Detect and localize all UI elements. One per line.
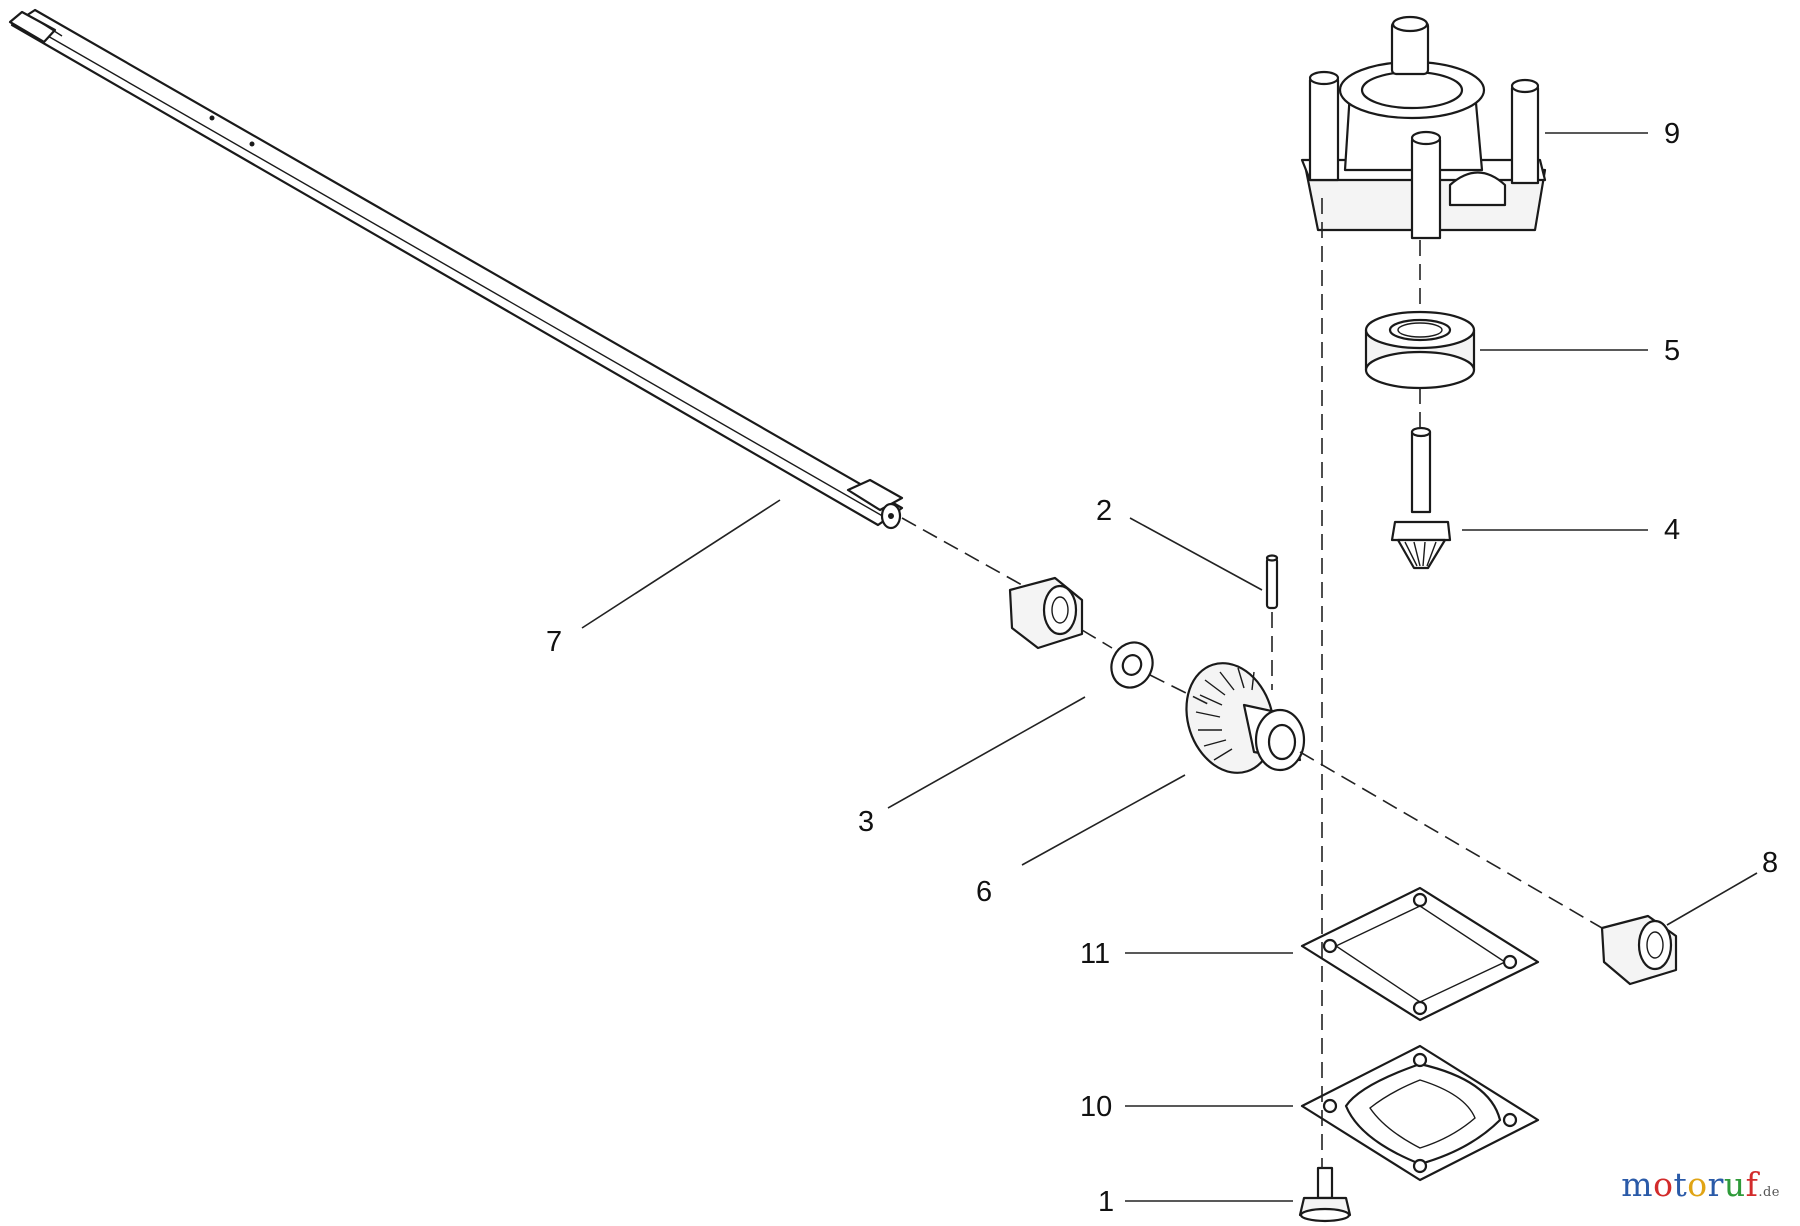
callout-11: 11 [1080,938,1110,970]
callout-2: 2 [1096,495,1112,527]
watermark-letter: t [1673,1165,1688,1204]
washer-part [1110,641,1154,689]
pinion-gear-part [1390,426,1452,570]
roll-pin-part [1265,554,1279,610]
cover-plate-part [1300,1044,1540,1182]
right-bushing-part [1600,914,1678,986]
gasket-part [1300,886,1540,1022]
callout-1: 1 [1098,1186,1114,1218]
leader-lines [581,132,1758,1202]
callout-6: 6 [976,876,992,908]
gear-housing-part [1300,15,1547,240]
watermark-letter: r [1707,1165,1724,1204]
watermark-letter: o [1653,1165,1674,1204]
watermark-letter: m [1621,1165,1654,1204]
assembly-axes [901,198,1603,1168]
callout-4: 4 [1664,514,1680,546]
left-bushing-part [1008,576,1084,650]
callout-7: 7 [546,626,562,658]
bearing-part [1364,310,1476,390]
callout-10: 10 [1080,1091,1112,1123]
bevel-gear-part [1185,662,1306,774]
watermark-letter: o [1687,1165,1708,1204]
callout-8: 8 [1762,847,1778,879]
drive-shaft-part [8,8,904,530]
callout-9: 9 [1664,118,1680,150]
motoruf-watermark-logo: motoruf.de [1621,1165,1780,1204]
callout-5: 5 [1664,335,1680,367]
bolt-part [1298,1166,1352,1223]
watermark-letter: f [1745,1165,1759,1204]
callout-3: 3 [858,806,874,838]
watermark-letter: u [1723,1165,1746,1204]
